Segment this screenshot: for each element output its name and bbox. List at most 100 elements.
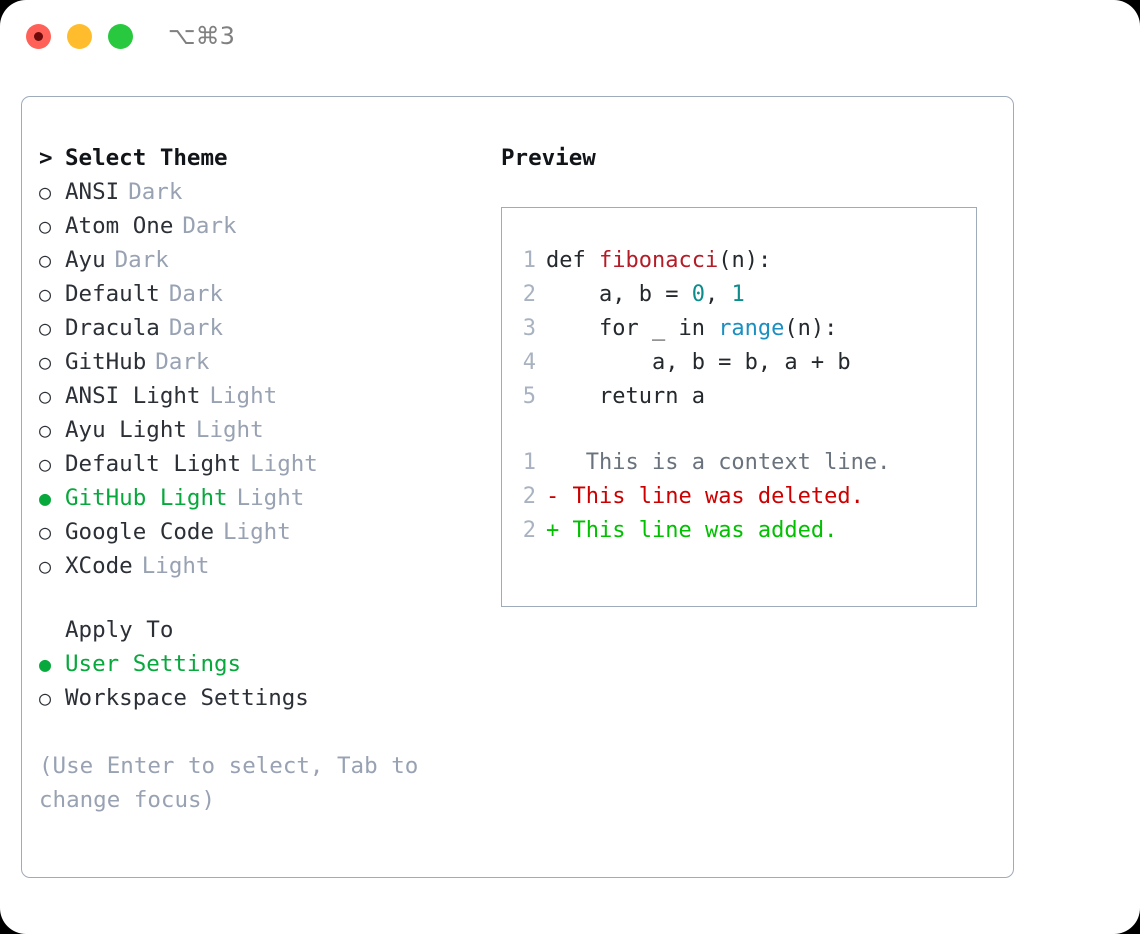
apply-to-item-label: Workspace Settings [65,685,309,711]
theme-variant-tag: Dark [168,281,224,307]
theme-variant-tag: Light [250,451,318,477]
theme-item-label: Google Code [65,519,215,545]
radio-unselected-icon[interactable]: ○ [39,180,52,204]
theme-variant-tag: Dark [155,349,210,375]
diff-line-del: 2- This line was deleted. [502,484,976,518]
code-spacer [502,418,976,450]
theme-variant-tag: Light [223,519,291,545]
radio-unselected-icon[interactable]: ○ [39,248,52,272]
apply-to-item-workspace-settings[interactable]: ○ Workspace Settings [39,685,469,719]
radio-unselected-icon[interactable]: ○ [39,554,52,578]
line-number: 2 [522,282,536,307]
radio-unselected-icon[interactable]: ○ [39,384,52,408]
line-number: 3 [522,316,536,341]
maximize-button[interactable] [108,24,133,49]
spacer [39,587,469,617]
theme-item-ayu-light[interactable]: ○ Ayu Light Light [39,417,469,451]
line-number: 4 [522,350,536,375]
radio-unselected-icon[interactable]: ○ [39,350,52,374]
theme-variant-tag: Light [195,417,264,443]
radio-unselected-icon[interactable]: ○ [39,214,52,238]
select-theme-title: Select Theme [65,145,228,171]
code-token-num: 0 [691,282,705,307]
theme-item-default[interactable]: ○ Default Dark [39,281,469,315]
code-line: 4 a, b = b, a + b [502,350,976,384]
radio-unselected-icon[interactable]: ○ [39,316,52,340]
theme-item-ansi[interactable]: ○ ANSI Dark [39,179,469,213]
theme-item-label: Ayu Light [65,417,187,443]
code-text: def fibonacci(n): [546,248,771,273]
apply-to-item-label: User Settings [65,651,242,677]
theme-variant-tag: Dark [114,247,169,273]
line-number: 5 [522,384,536,409]
code-line: 3 for _ in range(n): [502,316,976,350]
diff-block: 1 This is a context line.2- This line wa… [502,450,976,552]
radio-selected-icon[interactable]: ● [39,486,52,510]
keyboard-shortcut-label: ⌥⌘3 [168,22,235,50]
theme-item-label: Dracula [65,315,160,341]
code-text: a, b = b, a + b [546,350,851,375]
apply-to-list: ● User Settings ○ Workspace Settings [39,651,469,719]
theme-item-label: GitHub Light [65,485,228,511]
radio-unselected-icon[interactable]: ○ [39,452,52,476]
diff-sign [546,450,559,475]
diff-text: This line was deleted. [559,484,864,509]
theme-item-ayu[interactable]: ○ Ayu Dark [39,247,469,281]
theme-item-label: Default [65,281,160,307]
apply-to-title: Apply To [65,617,174,643]
title-bar: ⌥⌘3 [0,0,1140,78]
radio-unselected-icon[interactable]: ○ [39,418,52,442]
theme-item-label: Ayu [65,247,106,273]
theme-variant-tag: Dark [128,179,183,205]
code-token-plain: def [546,248,599,273]
line-number: 2 [522,484,536,509]
select-theme-header: > Select Theme [39,145,469,179]
theme-variant-tag: Light [236,485,305,511]
keyboard-hint: (Use Enter to select, Tab to change focu… [39,753,419,813]
code-token-plain: (n): [784,316,838,341]
theme-item-label: GitHub [65,349,147,375]
theme-item-label: XCode [65,553,133,579]
diff-text: This line was added. [559,518,838,543]
line-number: 1 [522,450,536,475]
apply-to-header: ○ Apply To [39,617,469,651]
radio-unselected-icon[interactable]: ○ [39,520,52,544]
theme-variant-tag: Light [209,383,278,409]
code-token-plain: , [704,282,732,307]
minimize-button[interactable] [67,24,92,49]
code-token-call: range [718,316,785,341]
theme-item-github[interactable]: ○ GitHub Dark [39,349,469,383]
code-token-num: 1 [731,282,745,307]
theme-item-default-light[interactable]: ○ Default Light Light [39,451,469,485]
code-token-fn: fibonacci [598,248,719,273]
preview-title: Preview [501,145,596,171]
theme-item-google-code[interactable]: ○ Google Code Light [39,519,469,553]
code-line: 2 a, b = 0, 1 [502,282,976,316]
code-token-plain: return a [546,384,705,409]
theme-item-label: ANSI Light [65,383,201,409]
code-token-plain: for _ in [546,316,719,341]
diff-line-ctx: 1 This is a context line. [502,450,976,484]
caret-icon: > [39,145,53,171]
close-button[interactable] [26,24,51,49]
apply-to-item-user-settings[interactable]: ● User Settings [39,651,469,685]
radio-unselected-icon[interactable]: ○ [39,282,52,306]
radio-unselected-icon[interactable]: ○ [39,686,52,710]
radio-selected-icon[interactable]: ● [39,652,52,676]
theme-item-github-light[interactable]: ● GitHub Light Light [39,485,469,519]
blank-marker-icon: ○ [39,618,65,642]
window-controls [26,24,133,49]
diff-text: This is a context line. [559,450,891,475]
theme-item-label: Default Light [65,451,242,477]
diff-sign: + [546,518,560,543]
theme-item-ansi-light[interactable]: ○ ANSI Light Light [39,383,469,417]
theme-item-label: ANSI [65,179,120,205]
